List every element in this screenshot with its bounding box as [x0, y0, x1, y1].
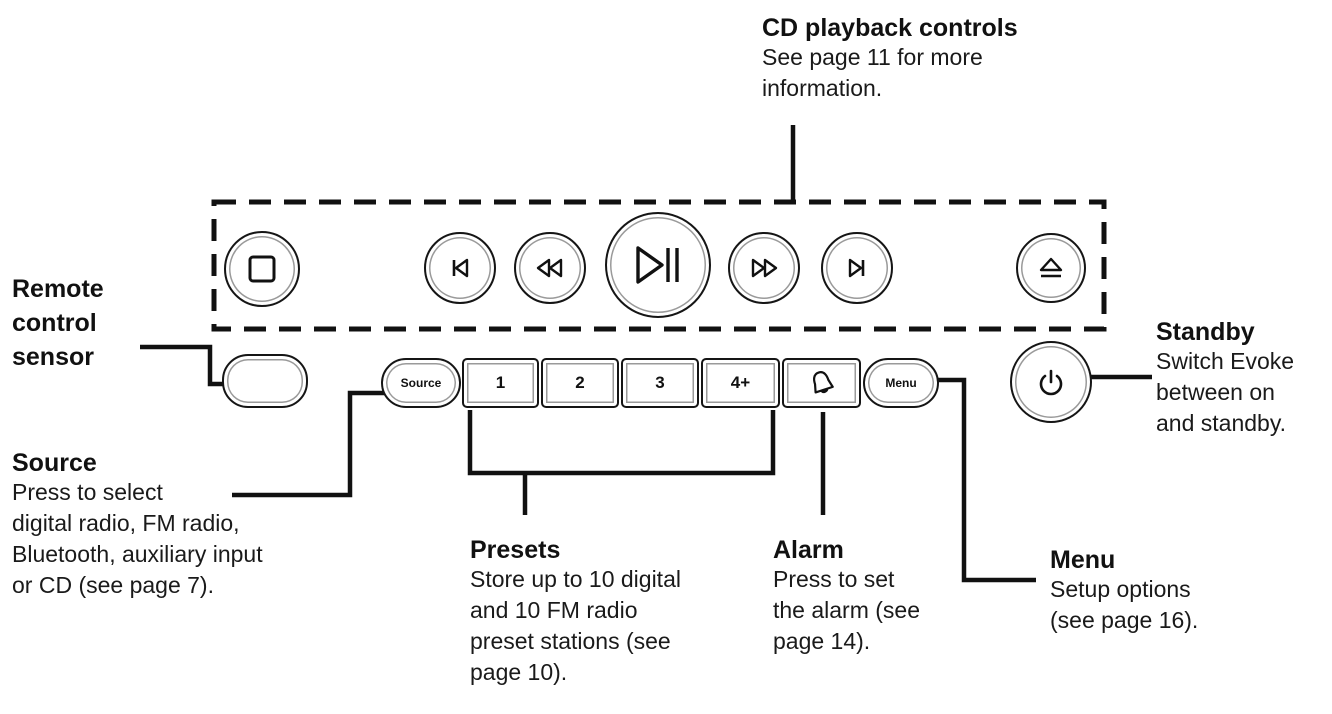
- source-button[interactable]: Source: [381, 358, 461, 408]
- alarm-line-1: Press to set: [773, 566, 895, 592]
- preset-2-button[interactable]: 2: [541, 358, 619, 408]
- remote-control-sensor: [222, 354, 308, 408]
- remote-sensor-leader-line: [140, 344, 226, 387]
- eject-icon: [1039, 257, 1063, 278]
- cd-playback-callout: CD playback controls See page 11 for mor…: [762, 14, 1018, 104]
- rewind-button[interactable]: [514, 232, 586, 304]
- preset-2-label: 2: [575, 373, 585, 392]
- cd-playback-title: CD playback controls: [762, 14, 1018, 42]
- source-callout: Source Press to select digital radio, FM…: [12, 449, 263, 601]
- skip-previous-icon: [452, 258, 469, 278]
- menu-button[interactable]: Menu: [863, 358, 939, 408]
- menu-line-2: (see page 16).: [1050, 607, 1199, 633]
- cd-playback-line-1: See page 11 for more: [762, 44, 983, 70]
- standby-line-2: between on: [1156, 379, 1275, 405]
- stop-button[interactable]: [224, 231, 300, 307]
- eject-button[interactable]: [1016, 233, 1086, 303]
- standby-title: Standby: [1156, 318, 1255, 346]
- source-button-label: Source: [400, 376, 442, 390]
- presets-line-1: Store up to 10 digital: [470, 566, 681, 592]
- preset-1-button[interactable]: 1: [462, 358, 539, 408]
- source-title: Source: [12, 449, 97, 477]
- standby-button[interactable]: [1010, 341, 1092, 423]
- standby-line-3: and standby.: [1156, 410, 1287, 436]
- remote-sensor-line-3: sensor: [12, 343, 94, 371]
- alarm-button[interactable]: [782, 358, 861, 408]
- fast-forward-button[interactable]: [728, 232, 800, 304]
- menu-title: Menu: [1050, 546, 1116, 574]
- presets-title: Presets: [470, 536, 561, 564]
- preset-3-label: 3: [655, 373, 665, 392]
- presets-callout: Presets Store up to 10 digital and 10 FM…: [470, 536, 681, 688]
- alarm-callout: Alarm Press to set the alarm (see page 1…: [773, 536, 920, 657]
- remote-sensor-line-1: Remote: [12, 275, 104, 303]
- rewind-icon: [536, 258, 563, 278]
- source-line-4: or CD (see page 7).: [12, 572, 214, 598]
- remote-sensor-line-2: control: [12, 309, 97, 337]
- menu-leader-line: [937, 377, 1036, 583]
- standby-line-1: Switch Evoke: [1156, 348, 1295, 374]
- menu-callout: Menu Setup options (see page 16).: [1050, 546, 1198, 636]
- cd-controls-frame: [211, 199, 1107, 332]
- standby-callout: Standby Switch Evoke between on and stan…: [1156, 318, 1294, 439]
- bell-icon: [812, 371, 834, 394]
- cd-playback-line-2: information.: [762, 75, 883, 101]
- alarm-title: Alarm: [773, 536, 844, 564]
- skip-previous-button[interactable]: [424, 232, 496, 304]
- presets-line-3: preset stations (see: [470, 628, 671, 654]
- preset-1-label: 1: [495, 373, 506, 392]
- play-pause-icon: [636, 246, 679, 284]
- presets-line-4: page 10).: [470, 659, 568, 685]
- presets-bracket-line: [467, 410, 776, 476]
- menu-button-label: Menu: [885, 376, 917, 390]
- skip-next-icon: [848, 258, 865, 278]
- preset-4-label: 4+: [730, 373, 751, 392]
- presets-line-2: and 10 FM radio: [470, 597, 638, 623]
- fast-forward-icon: [751, 258, 778, 278]
- source-line-2: digital radio, FM radio,: [12, 510, 240, 536]
- preset-3-button[interactable]: 3: [621, 358, 699, 408]
- remote-sensor-callout: Remote control sensor: [12, 272, 104, 374]
- stop-icon: [248, 255, 276, 283]
- play-pause-button[interactable]: [605, 212, 711, 318]
- alarm-line-2: the alarm (see: [773, 597, 921, 623]
- source-line-3: Bluetooth, auxiliary input: [12, 541, 263, 567]
- preset-4-button[interactable]: 4+: [701, 358, 780, 408]
- skip-next-button[interactable]: [821, 232, 893, 304]
- menu-line-1: Setup options: [1050, 576, 1191, 602]
- source-leader-line: [232, 390, 410, 498]
- alarm-line-3: page 14).: [773, 628, 871, 654]
- source-line-1: Press to select: [12, 479, 163, 505]
- power-icon: [1039, 369, 1063, 396]
